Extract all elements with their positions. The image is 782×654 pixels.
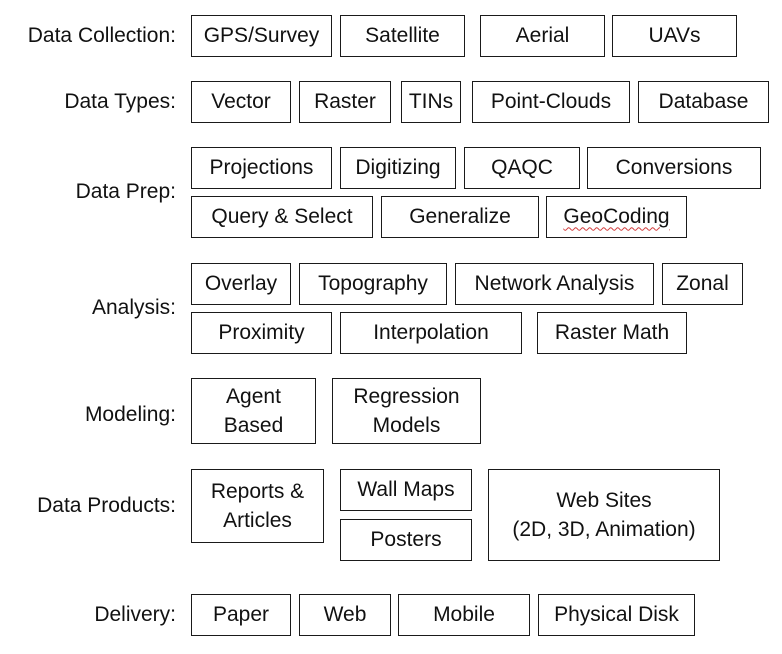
box-query-select: Query & Select [191, 196, 373, 238]
box-network-analysis: Network Analysis [455, 263, 654, 305]
box-projections: Projections [191, 147, 332, 189]
box-aerial: Aerial [480, 15, 605, 57]
row-label-data-products: Data Products: [37, 494, 176, 517]
box-zonal: Zonal [662, 263, 743, 305]
box-tins: TINs [401, 81, 461, 123]
box-paper: Paper [191, 594, 291, 636]
box-mobile: Mobile [398, 594, 530, 636]
box-raster-math: Raster Math [537, 312, 687, 354]
box-agent-based: Agent Based [191, 378, 316, 444]
box-gps-survey: GPS/Survey [191, 15, 332, 57]
row-label-data-prep: Data Prep: [75, 180, 176, 203]
box-topography: Topography [299, 263, 447, 305]
row-label-modeling: Modeling: [84, 403, 176, 426]
box-generalize: Generalize [381, 196, 539, 238]
box-satellite: Satellite [340, 15, 465, 57]
box-qaqc: QAQC [464, 147, 580, 189]
box-uavs: UAVs [612, 15, 737, 57]
box-reports-articles: Reports & Articles [191, 469, 324, 543]
box-proximity: Proximity [191, 312, 332, 354]
box-geocoding: GeoCoding [546, 196, 687, 238]
box-conversions: Conversions [587, 147, 761, 189]
box-vector: Vector [191, 81, 291, 123]
box-regression-models: Regression Models [332, 378, 481, 444]
row-label-data-collection: Data Collection: [27, 24, 176, 47]
box-interpolation: Interpolation [340, 312, 522, 354]
box-web-sites: Web Sites (2D, 3D, Animation) [488, 469, 720, 561]
row-label-analysis: Analysis: [91, 296, 176, 319]
box-digitizing: Digitizing [340, 147, 456, 189]
box-physical-disk: Physical Disk [538, 594, 695, 636]
box-overlay: Overlay [191, 263, 291, 305]
box-database: Database [638, 81, 769, 123]
box-posters: Posters [340, 519, 472, 561]
box-point-clouds: Point-Clouds [472, 81, 630, 123]
box-wall-maps: Wall Maps [340, 469, 472, 511]
box-web: Web [299, 594, 391, 636]
box-raster: Raster [299, 81, 391, 123]
row-label-data-types: Data Types: [64, 90, 176, 113]
row-label-delivery: Delivery: [94, 603, 176, 626]
